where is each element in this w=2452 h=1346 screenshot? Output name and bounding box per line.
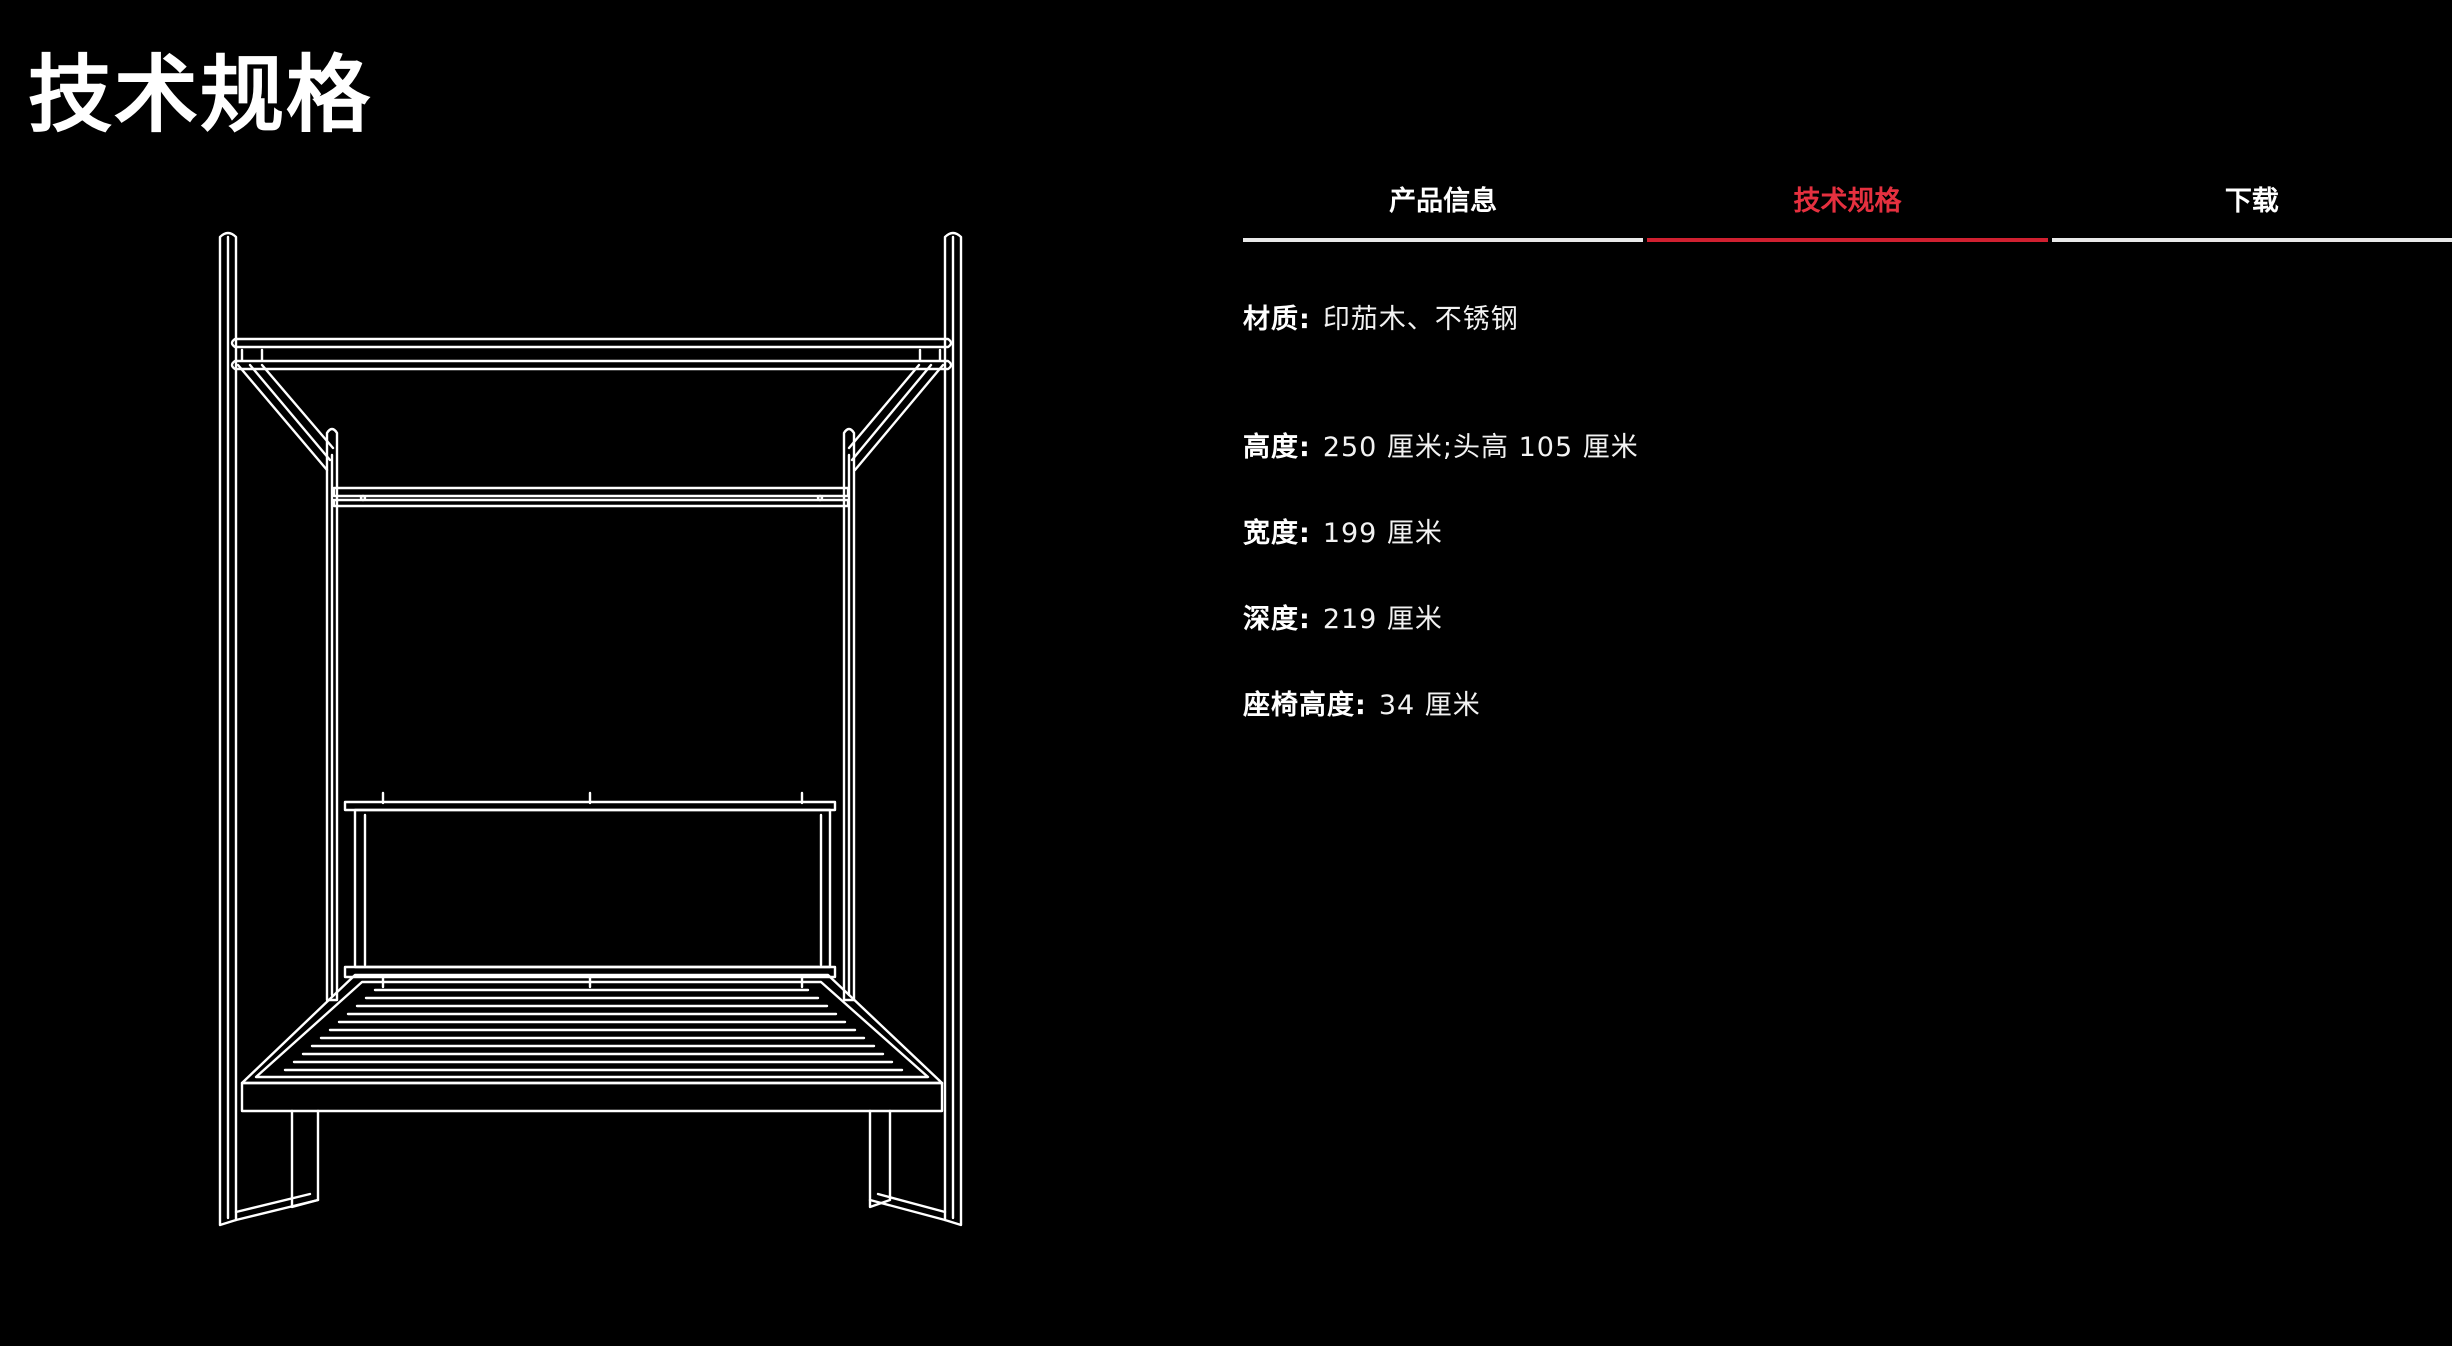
spec-depth-label: 深度: [1243, 604, 1311, 635]
spec-material-value: 印茄木、不锈钢 [1322, 304, 1519, 335]
page-title: 技术规格 [28, 46, 373, 144]
spec-seat-height-value: 34 厘米 [1378, 690, 1481, 721]
spec-seat-height: 座椅高度: 34 厘米 [1243, 686, 1481, 726]
spec-material: 材质: 印茄木、不锈钢 [1243, 300, 1519, 340]
spec-height-value: 250 厘米;头高 105 厘米 [1322, 432, 1639, 463]
tab-downloads[interactable]: 下载 [2051, 170, 2452, 242]
spec-width-value: 199 厘米 [1322, 518, 1443, 549]
tab-downloads-underline [2051, 238, 2452, 242]
spec-material-label: 材质: [1243, 304, 1311, 335]
spec-depth-value: 219 厘米 [1322, 604, 1443, 635]
tab-product-info-label: 产品信息 [1389, 186, 1498, 217]
product-line-drawing [190, 215, 1000, 1235]
spec-height: 高度: 250 厘米;头高 105 厘米 [1243, 428, 1639, 468]
spec-height-label: 高度: [1243, 432, 1311, 463]
tab-downloads-label: 下载 [2224, 186, 2279, 217]
tab-specifications[interactable]: 技术规格 [1647, 170, 2048, 242]
spec-depth: 深度: 219 厘米 [1243, 600, 1443, 640]
tab-product-info-underline [1243, 238, 1644, 242]
tab-specifications-underline [1647, 238, 2048, 242]
spec-seat-height-label: 座椅高度: [1243, 690, 1367, 721]
spec-width: 宽度: 199 厘米 [1243, 514, 1443, 554]
tab-bar: 产品信息 技术规格 下载 [1243, 170, 2452, 242]
spec-width-label: 宽度: [1243, 518, 1311, 549]
tab-product-info[interactable]: 产品信息 [1243, 170, 1644, 242]
tab-specifications-label: 技术规格 [1793, 186, 1902, 217]
